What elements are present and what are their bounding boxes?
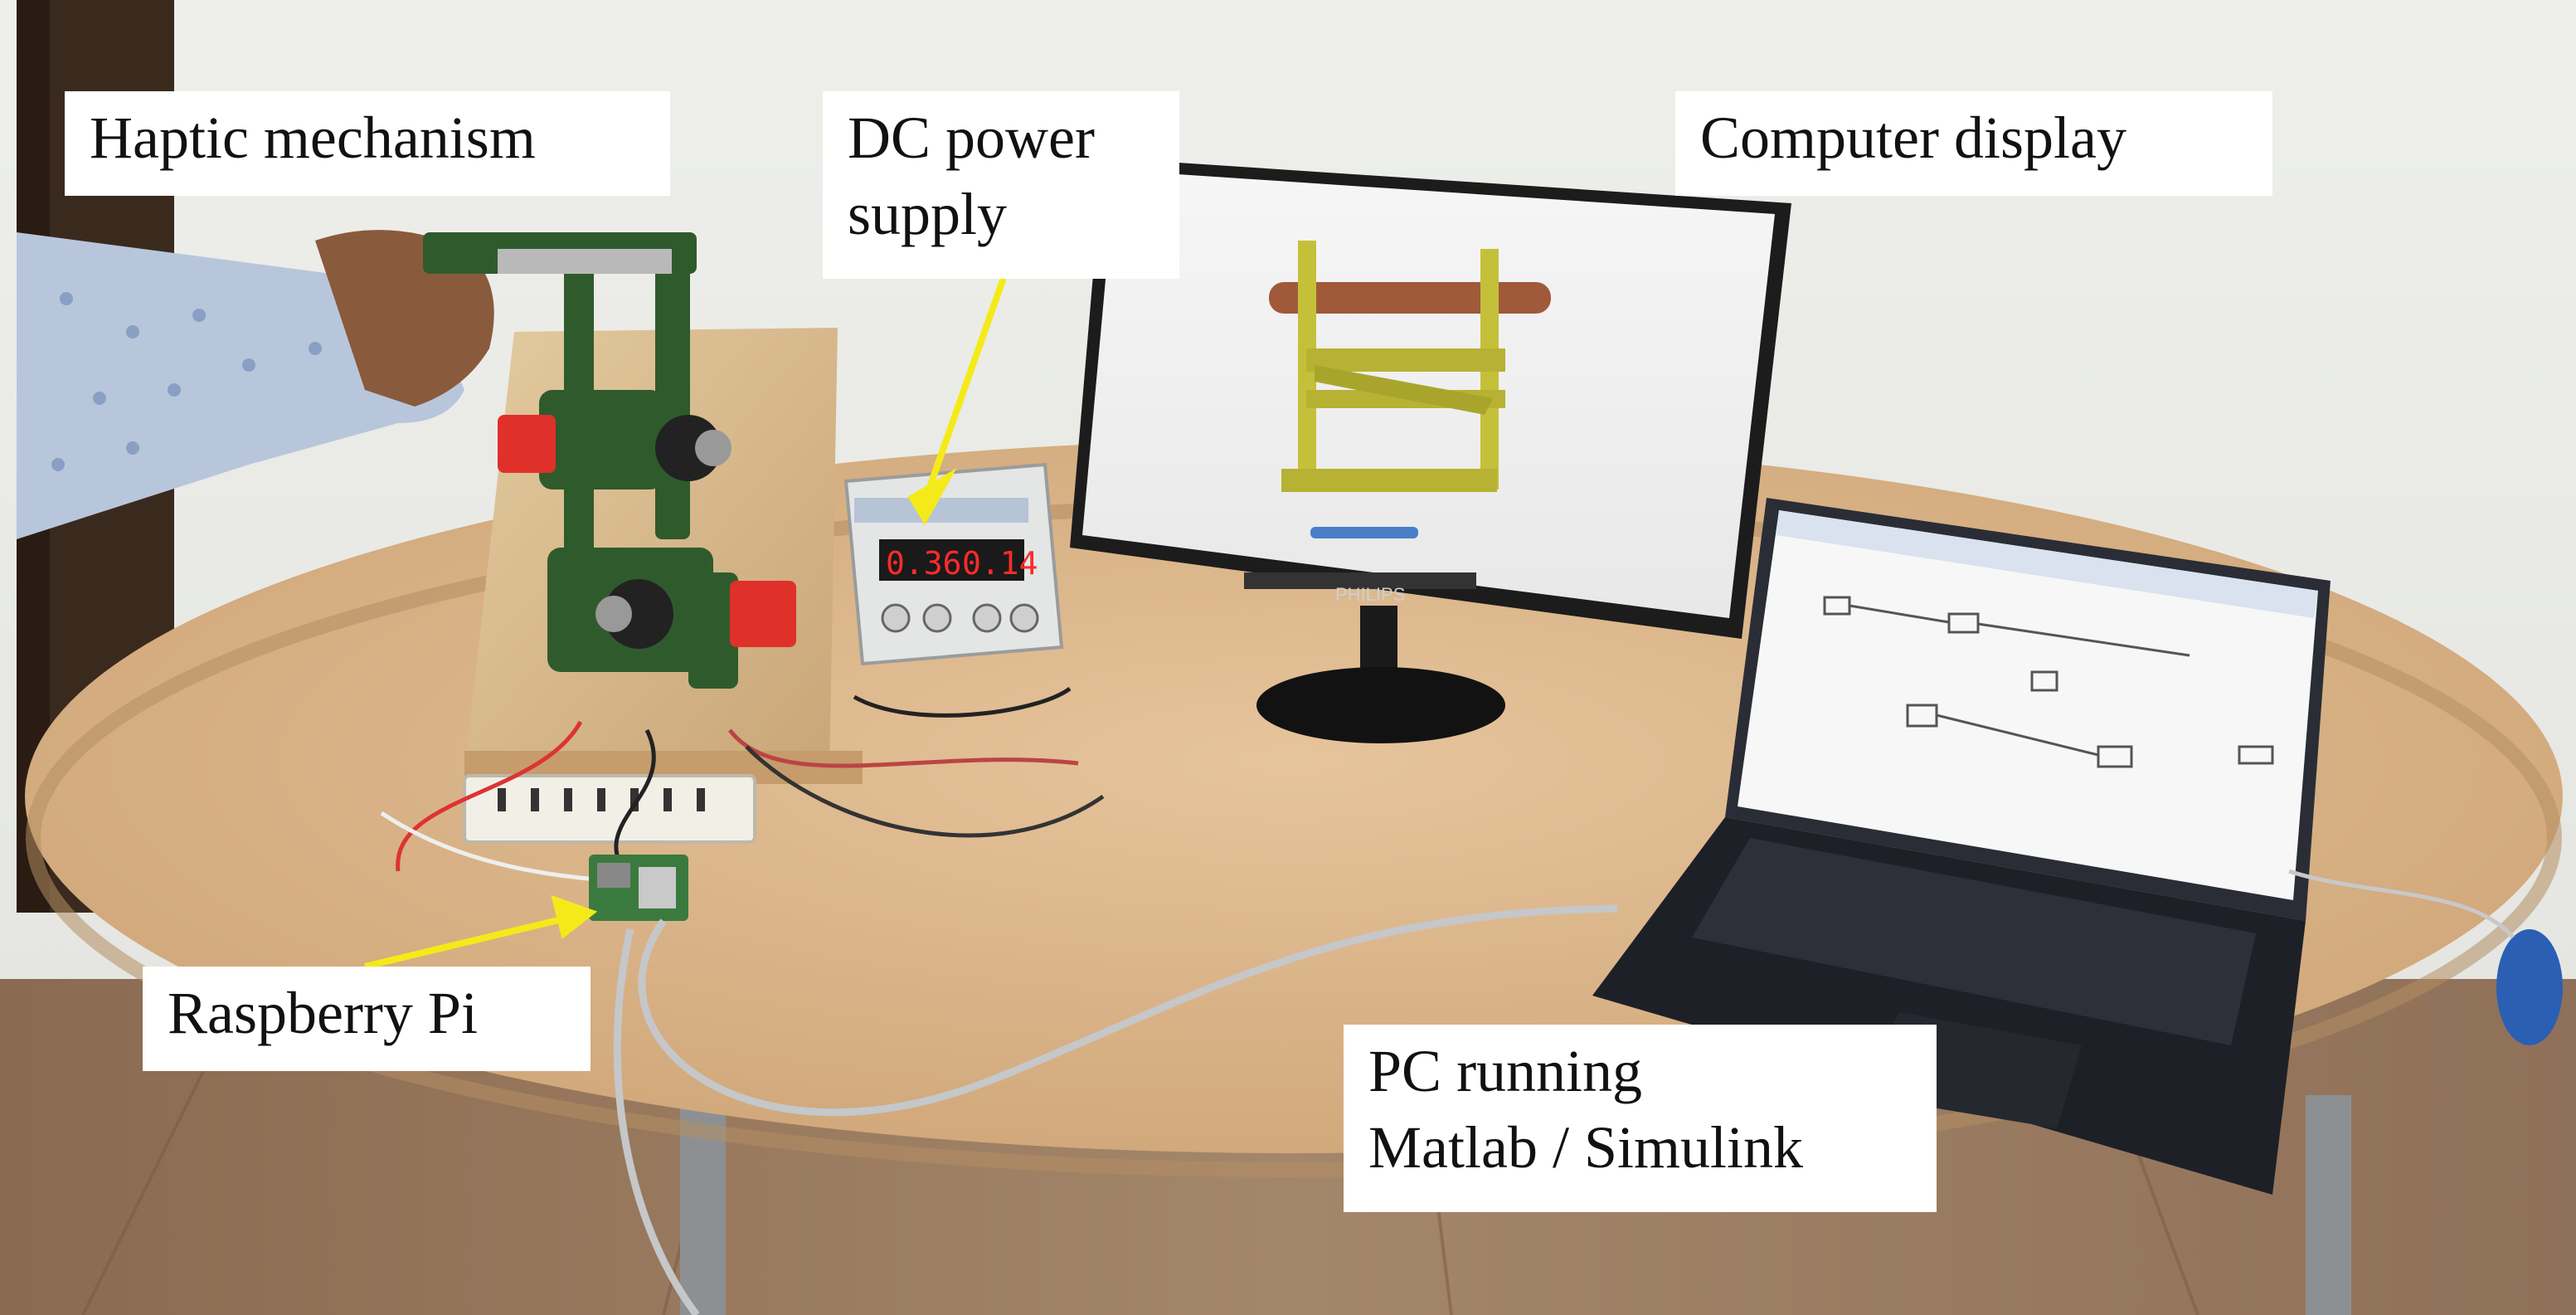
- motor-bottom: [730, 581, 796, 647]
- laptop: [1592, 498, 2331, 1195]
- annotation-arrows: [364, 276, 1007, 970]
- breadboard: [463, 774, 756, 844]
- motor-top: [498, 415, 556, 473]
- ethernet-cable: [638, 904, 1618, 1117]
- laptop-screen: [1738, 510, 2318, 900]
- label-raspberry-pi: Raspberry Pi: [143, 967, 591, 1071]
- dc-power-supply: 0.36 0.14: [843, 462, 1064, 666]
- svg-text:PHILIPS: PHILIPS: [1335, 584, 1405, 605]
- mouse: [2496, 929, 2563, 1045]
- monitor-stand: [1256, 667, 1505, 743]
- label-dc-power-supply: DC power supply: [823, 91, 1179, 279]
- cad-model: [1269, 241, 1551, 492]
- simulink-diagram: [1823, 596, 2274, 768]
- laptop-keyboard: [1692, 838, 2256, 1045]
- svg-text:0.36: 0.36: [886, 545, 962, 582]
- label-pc-running: PC running Matlab / Simulink: [1344, 1025, 1937, 1212]
- svg-text:0.14: 0.14: [962, 545, 1038, 582]
- label-computer-display: Computer display: [1675, 91, 2272, 196]
- label-haptic-mechanism: Haptic mechanism: [65, 91, 670, 196]
- power-supply-display: [879, 539, 1024, 581]
- hand: [315, 230, 494, 407]
- computer-monitor: PHILIPS: [1070, 158, 1791, 743]
- table-leg: [680, 1079, 726, 1315]
